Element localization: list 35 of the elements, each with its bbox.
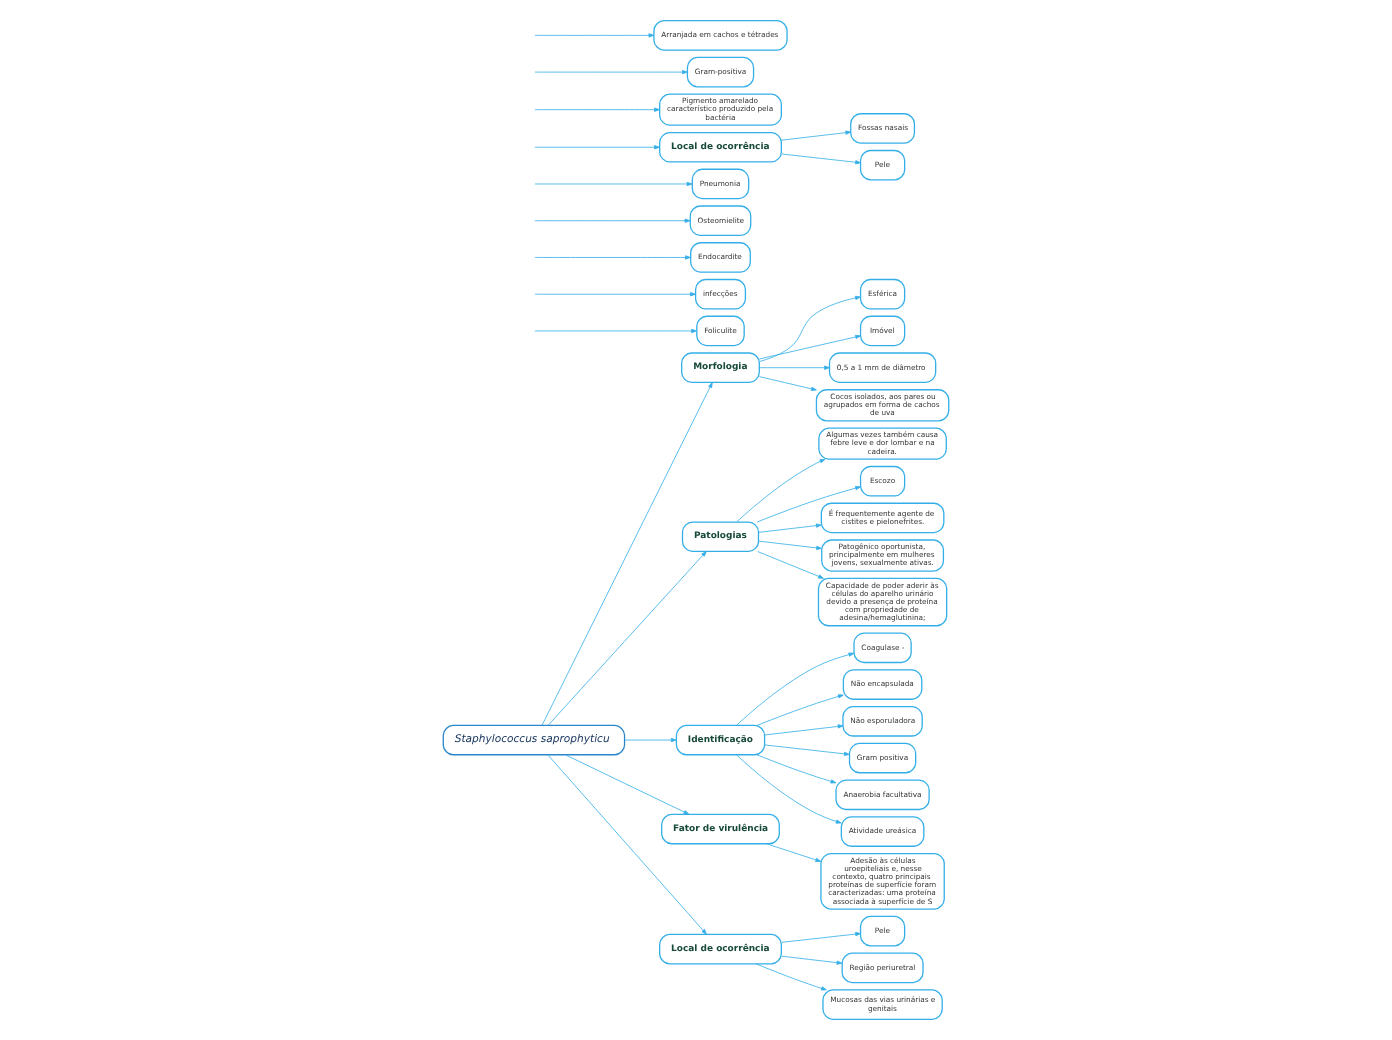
- arrow: [758, 540, 822, 550]
- arrow: [756, 694, 844, 726]
- arrow: [534, 107, 660, 112]
- arrow: [755, 963, 827, 991]
- arrow: [766, 843, 822, 862]
- arrow: [736, 652, 855, 726]
- arrow: [781, 130, 852, 141]
- arrow: [736, 754, 842, 824]
- arrow: [756, 754, 837, 784]
- arrow: [758, 376, 817, 391]
- arrow: [736, 458, 826, 523]
- arrow: [781, 931, 861, 943]
- arrow: [534, 255, 691, 260]
- arrow: [565, 754, 690, 815]
- arrow: [764, 724, 844, 736]
- arrow: [758, 365, 830, 370]
- arrow: [781, 955, 843, 965]
- arrow: [534, 328, 697, 334]
- arrow: [757, 551, 824, 579]
- arrow: [534, 33, 655, 38]
- arrow: [534, 218, 691, 223]
- arrow: [781, 153, 861, 165]
- arrow: [547, 754, 707, 935]
- arrow: [764, 744, 850, 756]
- arrow: [758, 523, 822, 533]
- arrow: [534, 181, 693, 187]
- arrow: [534, 70, 688, 75]
- arrow: [759, 295, 861, 362]
- arrow: [541, 382, 713, 726]
- arrow: [756, 486, 861, 523]
- arrow: [534, 145, 660, 150]
- arrow: [534, 292, 696, 297]
- arrow: [547, 551, 707, 726]
- arrow: [758, 334, 861, 360]
- arrow: [624, 737, 677, 743]
